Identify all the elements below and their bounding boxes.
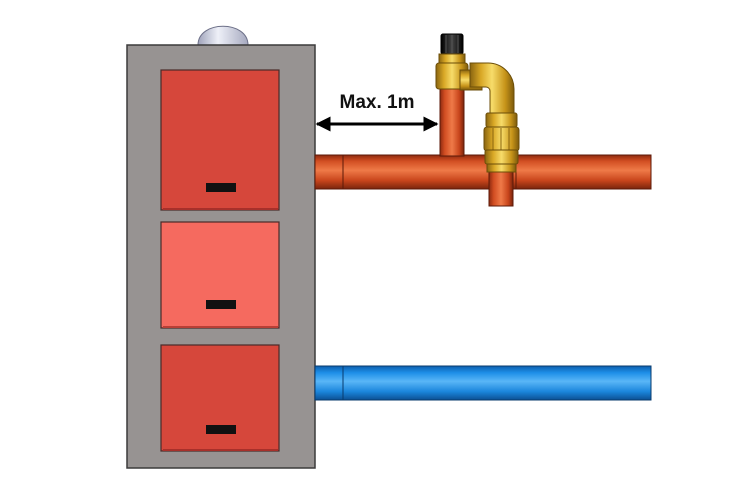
boiler-panel-middle [160,221,280,329]
dimension-label: Max. 1m [340,92,415,113]
valve-riser-pipe [439,85,465,157]
boiler-dome [197,25,249,46]
safety-valve [435,33,520,173]
panel-handle [206,300,236,309]
return-pipe [314,365,652,401]
dimension-arrow: Max. 1m [315,92,439,132]
panel-handle [206,183,236,192]
boiler-panel-top [160,69,280,211]
boiler-panel-bottom [160,344,280,452]
panel-handle [206,425,236,434]
boiler [126,44,316,469]
flow-pipe [314,154,652,190]
